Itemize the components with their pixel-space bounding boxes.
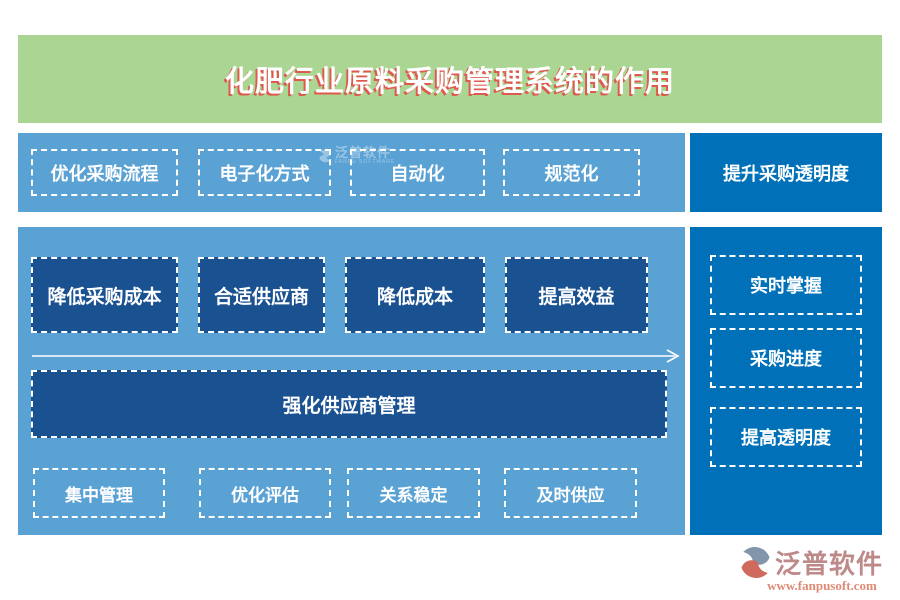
supplier-item: 优化评估 [199,468,331,518]
monitoring-item: 采购进度 [710,328,862,388]
supplier-item: 及时供应 [504,468,637,518]
monitoring-item-label: 实时掌握 [750,276,822,296]
supplier-management-bar: 强化供应商管理 [31,370,667,438]
process-item-label: 规范化 [544,163,599,184]
process-item: 电子化方式 [198,149,331,196]
benefit-section: 降低采购成本 合适供应商 降低成本 提高效益 强化供应商管理 集中管理 优化评估… [18,227,685,535]
benefit-item: 提高效益 [505,257,648,333]
benefit-item-label: 降低成本 [376,286,453,308]
title-banner: 化肥行业原料采购管理系统的作用 [18,35,882,123]
brand-footer: 泛普软件 www.fanpusoft.com [738,544,892,594]
benefit-item-label: 提高效益 [538,286,615,308]
process-item: 优化采购流程 [31,149,178,196]
supplier-management-label: 强化供应商管理 [282,395,416,417]
monitoring-item-label: 提高透明度 [741,428,831,448]
benefit-item-label: 降低采购成本 [47,286,162,308]
benefit-item: 降低成本 [345,257,485,333]
page-title: 化肥行业原料采购管理系统的作用 [224,66,675,98]
process-section: 优化采购流程 电子化方式 自动化 规范化 泛普软件 FANPU SOFTWARE [18,133,685,212]
monitoring-item-label: 采购进度 [750,349,822,369]
supplier-item: 关系稳定 [347,468,480,518]
benefit-item: 降低采购成本 [31,257,178,333]
monitoring-item: 实时掌握 [710,255,862,315]
process-item-label: 电子化方式 [219,163,310,184]
supplier-item: 集中管理 [33,468,165,518]
supplier-item-label: 优化评估 [231,485,299,505]
brand-logo-icon [741,547,770,578]
side-panel-transparency: 提升采购透明度 [690,133,882,212]
process-item-label: 优化采购流程 [50,163,159,184]
supplier-item-label: 及时供应 [536,485,605,505]
supplier-item-label: 集中管理 [65,485,133,505]
side-panel-monitoring: 实时掌握 采购进度 提高透明度 [690,227,882,535]
side-panel-label: 提升采购透明度 [723,163,849,184]
flow-arrow-icon [32,349,680,363]
monitoring-item: 提高透明度 [710,407,862,467]
process-item-label: 自动化 [390,163,445,184]
brand-url: www.fanpusoft.com [767,578,877,593]
brand-name: 泛普软件 [775,549,884,579]
process-item: 规范化 [503,149,640,196]
supplier-item-label: 关系稳定 [379,485,448,505]
process-item: 自动化 [350,149,485,196]
benefit-item-label: 合适供应商 [213,286,309,308]
benefit-item: 合适供应商 [198,257,325,333]
